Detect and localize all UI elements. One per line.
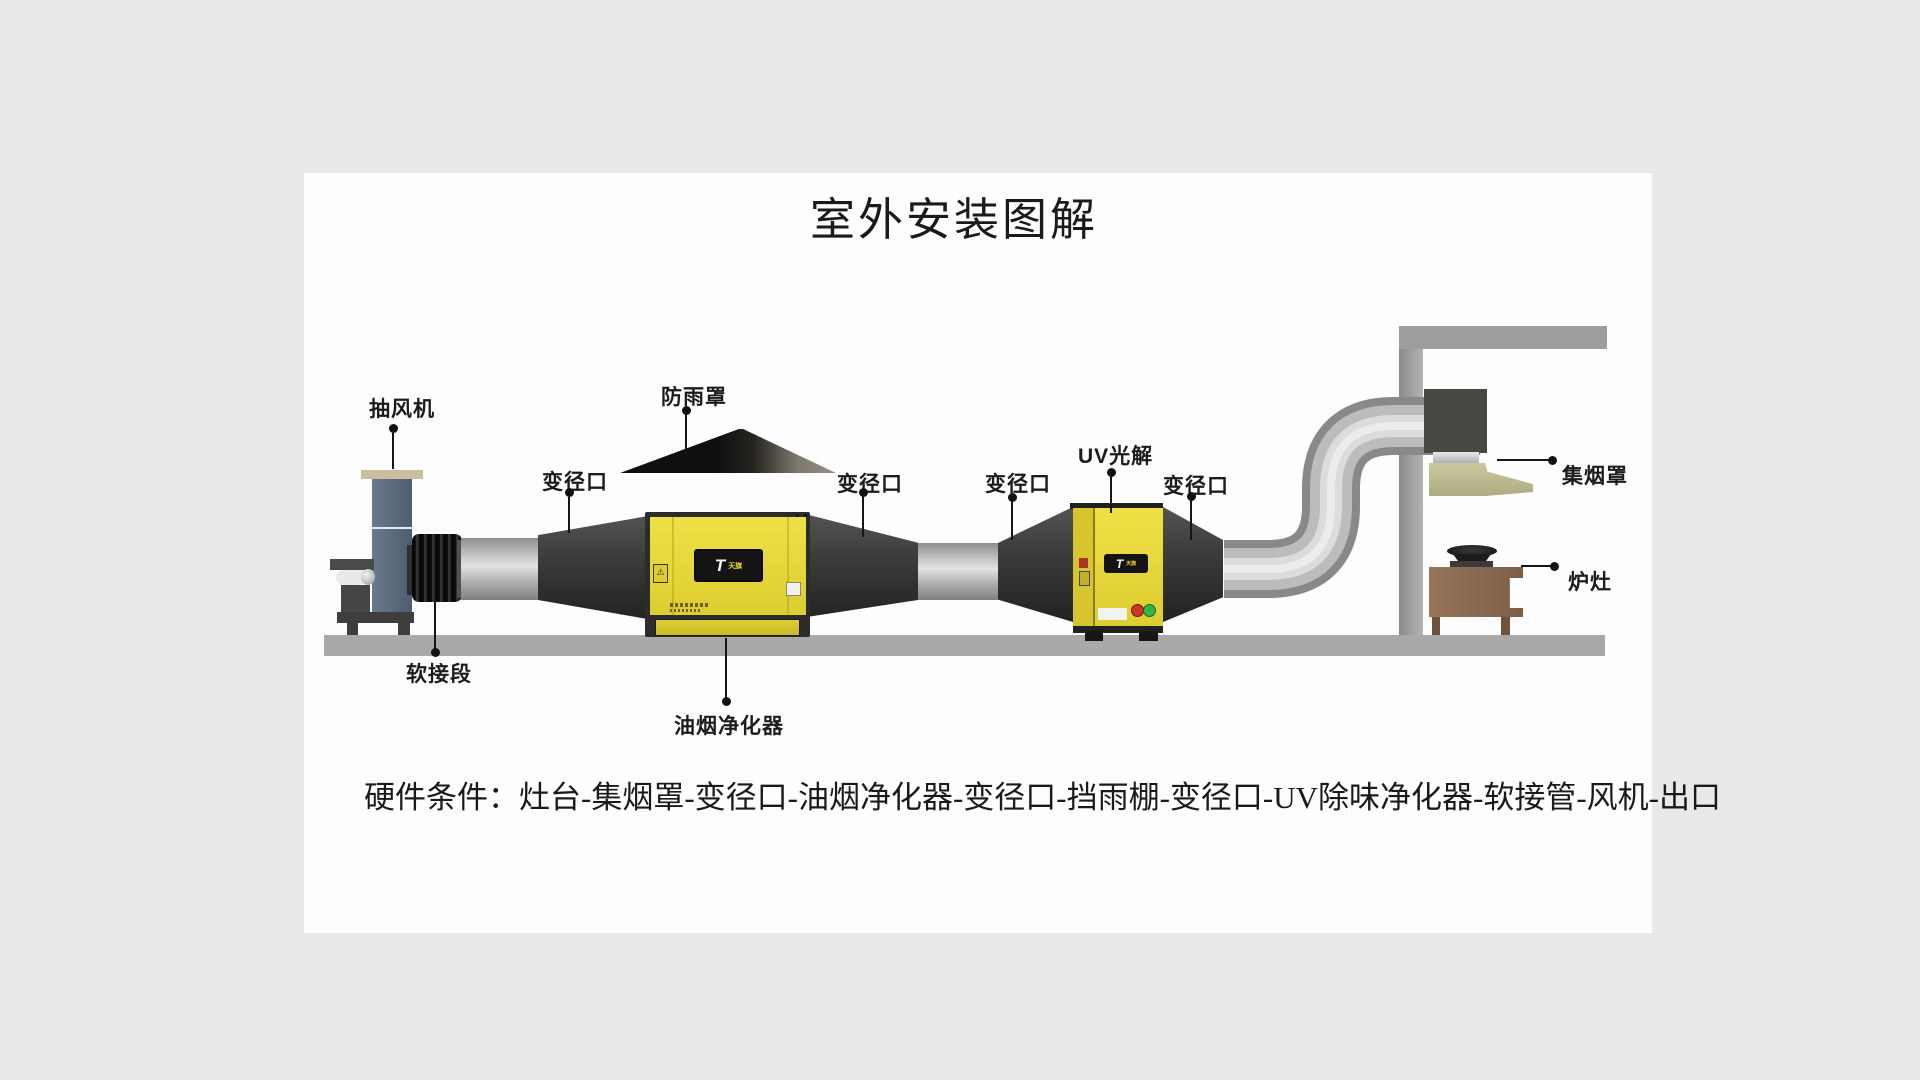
fan-body [372,479,412,613]
brand-logo: T 天旗 [1104,554,1148,573]
fan-body-seam [372,527,412,529]
label-reducer-1: 变径口 [542,471,608,494]
warning-sticker [1079,571,1090,586]
brand-t: T [1115,556,1124,571]
hood-duct-box [1424,389,1487,453]
uv-unit-foot [1139,631,1158,641]
label-fume-purifier: 油烟净化器 [674,715,784,738]
fan-motor-cylinder [336,570,366,585]
leader-line [1521,565,1551,567]
label-rain-cover: 防雨罩 [661,386,727,409]
leader-dot [1008,493,1017,502]
uv-unit-top [1070,503,1163,509]
stove-leg [1432,617,1440,635]
hood-collar [1433,452,1479,463]
leader-line [392,431,394,469]
leader-dot [682,406,691,415]
leader-line [1497,459,1549,461]
control-box [786,582,801,596]
fan-top-cap [361,470,423,479]
label-smoke-hood: 集烟罩 [1562,465,1628,488]
panel-seam [672,517,674,615]
brand-name: 天旗 [1126,561,1137,567]
hardware-requirements-caption: 硬件条件：灶台-集烟罩-变径口-油烟净化器-变径口-挡雨棚-变径口-UV除味净化… [364,780,1722,815]
leader-line [1190,499,1192,540]
brand-t: T [714,555,726,575]
purifier-drawer [655,619,800,636]
leader-dot [431,648,440,657]
uv-unit-bottom [1073,626,1163,633]
uv-unit-panel: T 天旗 [1073,508,1163,628]
leader-dot [565,488,574,497]
stove-burner [1450,561,1493,568]
label-soft-joint: 软接段 [406,663,472,686]
fume-purifier-panel: T 天旗 ⚠ [650,517,806,615]
uv-unit-foot [1085,631,1103,641]
leader-dot [1548,456,1557,465]
fan-motor-box [341,585,370,613]
uv-side-panel [1073,508,1095,628]
stove-leg [1501,617,1510,635]
leader-line [1011,500,1013,540]
fan-leg [347,623,358,635]
label-stove: 炉灶 [1568,571,1612,594]
page-title: 室外安装图解 [810,195,1099,245]
bolt [804,514,807,517]
warning-icon: ⚠ [653,564,668,583]
fan-motor-cap [361,569,375,585]
leader-dot [1550,562,1559,571]
leader-line [862,495,864,537]
label-exhaust-fan: 抽风机 [369,398,435,421]
info-text-strip [670,603,708,607]
duct-segment [461,538,540,600]
leader-dot [722,697,731,706]
brand-name: 天旗 [728,562,743,570]
label-reducer-3: 变径口 [985,473,1051,496]
wall-column [1399,326,1423,635]
leader-line [1110,475,1112,513]
floor [324,635,1605,656]
label-reducer-4: 变径口 [1163,475,1229,498]
leader-dot [1187,492,1196,501]
leader-dot [859,488,868,497]
wall-beam [1399,326,1607,349]
leader-line [725,638,727,698]
bolt [796,514,799,517]
reducer-cone [538,515,652,620]
brand-logo: T 天旗 [694,549,763,582]
leader-dot [1107,468,1116,477]
label-sticker [1098,608,1127,620]
panel-seam [787,517,789,615]
leader-dot [389,424,398,433]
info-text-strip [670,609,700,612]
label-reducer-2: 变径口 [837,473,903,496]
leader-line [568,495,570,533]
green-button [1143,604,1156,617]
warning-sticker [1079,558,1088,568]
fan-leg [398,623,410,635]
leader-line [434,601,436,649]
stove-body [1429,567,1523,617]
fan-base [337,612,414,623]
label-uv-photolysis: UV光解 [1078,445,1154,468]
fan-motor-bracket [330,559,374,570]
leader-line [685,413,687,454]
soft-joint-bellows [412,534,462,602]
duct-segment [918,543,998,600]
